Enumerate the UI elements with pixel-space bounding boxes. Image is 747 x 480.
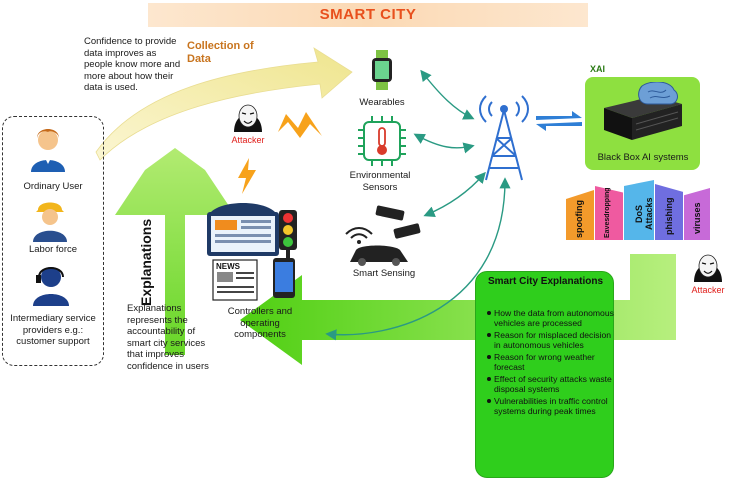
users-group — [2, 116, 104, 366]
attack-tag-phishing — [655, 184, 683, 240]
connector-wearables — [420, 69, 475, 120]
controllers-label: Controllers and operating components — [227, 306, 293, 340]
list-item: Vulnerabilities in traffic control syste… — [487, 396, 618, 416]
controllers-cluster-icon — [207, 203, 297, 301]
smart-sensing-label: Smart Sensing — [352, 268, 416, 279]
connector-env — [413, 133, 475, 154]
confidence-note: Confidence to provide data improves as p… — [84, 36, 181, 93]
user-ordinary-label: Ordinary User — [23, 181, 83, 192]
black-box-server-icon — [604, 82, 682, 140]
lightning-icon — [238, 158, 256, 194]
attack-tags: spoofing Eavesdropping DoS Attacks phish… — [566, 180, 714, 240]
smart-sensing-icon — [345, 205, 421, 266]
user-labor-label: Labor force — [28, 244, 78, 255]
news-label: NEWS — [216, 262, 240, 271]
attack-tag-eavesdropping — [595, 186, 623, 240]
ordinary-user-icon — [31, 129, 65, 172]
attack-label-phishing: phishing — [664, 197, 674, 235]
attacker-label-top: Attacker — [231, 135, 265, 145]
smartwatch-icon — [372, 50, 392, 90]
environment-sensor-icon — [358, 116, 406, 166]
cell-tower-icon — [479, 95, 529, 181]
blackbox-label: Black Box AI systems — [597, 152, 689, 163]
env-sensors-label: Environmental Sensors — [349, 170, 411, 193]
wearables-label: Wearables — [359, 97, 405, 108]
attack-label-eavesdropping: Eavesdropping — [604, 187, 611, 238]
collection-label: Collection of Data — [187, 40, 254, 65]
xai-exchange-arrow-left — [536, 122, 582, 131]
attack-label-spoofing: spoofing — [574, 200, 584, 238]
attack-label-viruses: viruses — [692, 202, 702, 234]
list-item: Effect of security attacks waste disposa… — [487, 374, 618, 394]
list-item: Reason for misplaced decision in autonom… — [487, 330, 618, 350]
explanations-box-title: Smart City Explanations — [488, 276, 604, 287]
attack-label-dos: DoS Attacks — [634, 197, 654, 231]
attack-tag-dos — [624, 180, 654, 240]
customer-support-icon — [33, 267, 69, 306]
user-intermediary-label: Intermediary service providers e.g.: cus… — [10, 313, 96, 347]
attack-flow-icon — [278, 112, 322, 138]
collection-arrow — [95, 47, 353, 161]
xai-label: XAI — [590, 64, 606, 74]
smart-city-explanations-box: Smart City Explanations How the data fro… — [475, 271, 614, 478]
labor-force-icon — [33, 202, 67, 242]
explanations-up-arrow — [115, 148, 235, 355]
explanations-note: Explanations represents the accountabili… — [127, 303, 209, 372]
attack-tag-viruses — [684, 188, 710, 240]
attack-tag-spoofing — [566, 190, 594, 240]
attacker-mask-icon-right — [694, 254, 722, 282]
explanations-list: How the data from autonomous vehicles ar… — [484, 308, 618, 418]
connector-controllers — [325, 177, 511, 341]
attacker-label-right: Attacker — [691, 285, 725, 295]
page-title: SMART CITY — [148, 3, 588, 27]
xai-exchange-arrow-right — [536, 111, 582, 120]
list-item: Reason for wrong weather forecast — [487, 352, 618, 372]
attacker-mask-icon — [234, 104, 262, 132]
explanations-vertical-label: Explanations — [138, 218, 154, 306]
list-item: How the data from autonomous vehicles ar… — [487, 308, 618, 328]
